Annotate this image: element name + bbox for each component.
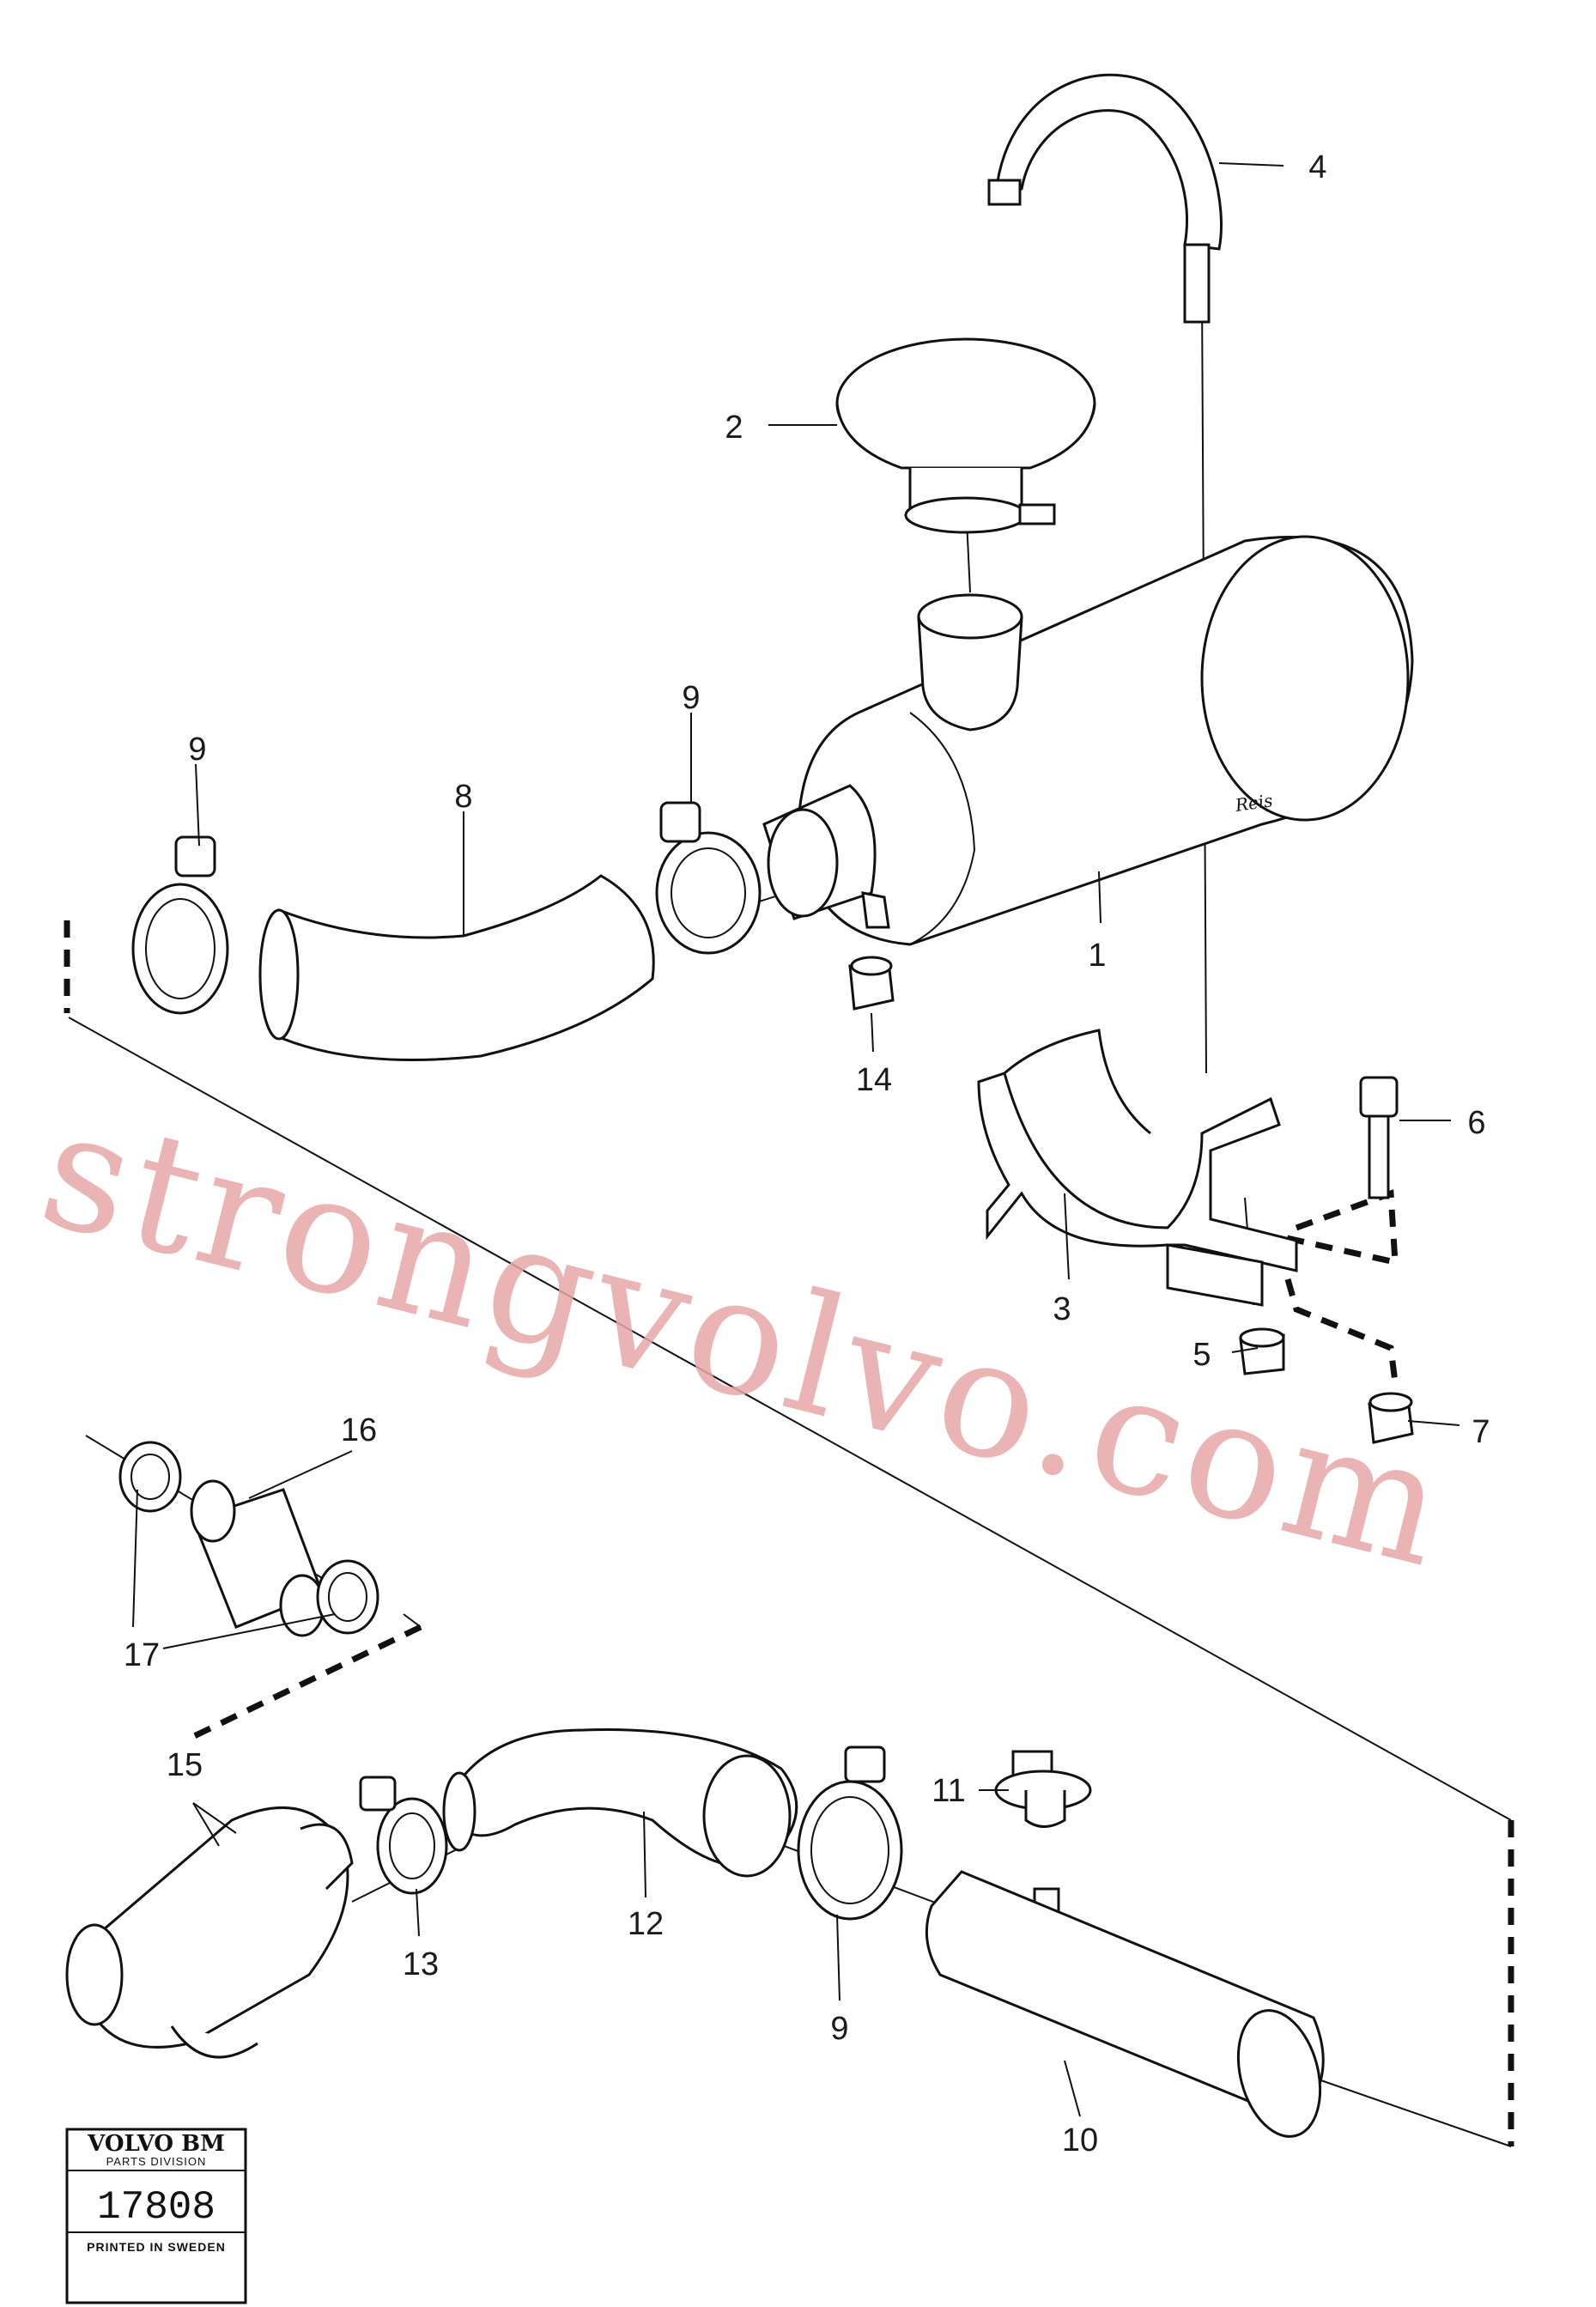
part-bent-hose [442,1728,798,1878]
part-straight-hose [925,1870,1325,2138]
callout-12: 12 [628,1906,664,1942]
callout-9-upper-left: 9 [188,732,206,768]
part-upper-hose [258,874,655,1061]
callout-17: 17 [124,1637,160,1673]
part-clamp-upper-right [655,801,762,955]
part-clamp-13 [359,1776,448,1895]
callout-14: 14 [856,1062,892,1098]
callout-10: 10 [1062,2122,1098,2158]
callout-5: 5 [1192,1337,1211,1373]
callout-3: 3 [1053,1291,1071,1327]
part-clamp-upper-left [131,835,229,1015]
part-canister [762,535,1414,946]
part-nut-5 [1239,1327,1285,1375]
part-clamp-lower [797,1745,903,1921]
callout-9-upper-right: 9 [682,680,700,716]
callout-15: 15 [167,1747,203,1783]
callout-16: 16 [341,1412,377,1448]
callout-2: 2 [725,410,743,446]
callout-9-lower: 9 [830,2011,848,2047]
part-clamp-17b [316,1559,379,1635]
part-sleeve-16 [190,1479,325,1637]
callout-4: 4 [1308,149,1326,185]
parts-stamp: VOLVO BM PARTS DIVISION 17808 PRINTED IN… [65,2128,247,2304]
part-strap [987,73,1223,324]
callout-11: 11 [932,1773,965,1809]
callout-6: 6 [1467,1105,1485,1141]
stamp-brand: VOLVO BM [87,2131,225,2157]
part-housing-15 [65,1806,354,2059]
callout-8: 8 [454,779,472,815]
stamp-footer: PRINTED IN SWEDEN [87,2240,226,2254]
part-breather-cap [835,337,1096,534]
leader-lines [132,162,1460,2117]
part-bolt-6 [1359,1076,1399,1199]
callout-13: 13 [403,1946,439,1982]
callout-1: 1 [1088,938,1106,974]
part-clamp-17a [118,1441,182,1513]
stamp-number: 17808 [97,2185,215,2230]
part-nut-7 [1368,1392,1414,1444]
part-nut-14 [848,956,895,1011]
part-bracket [977,1029,1298,1307]
callout-labels: 1 2 3 4 5 6 7 8 9 9 9 10 11 12 13 14 15 … [124,149,1490,2158]
callout-7: 7 [1472,1414,1490,1450]
stamp-division: PARTS DIVISION [106,2155,207,2168]
